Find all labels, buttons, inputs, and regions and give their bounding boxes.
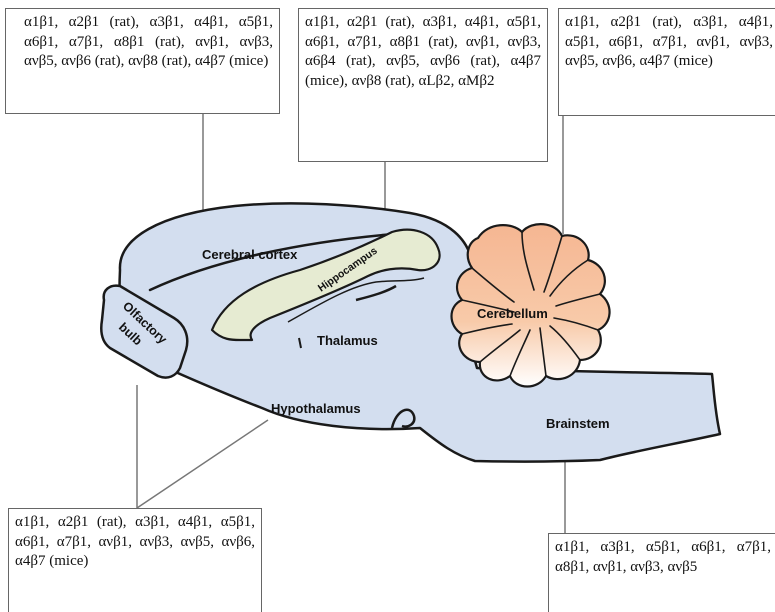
label-cerebral-cortex: Cerebral cortex [202, 247, 298, 262]
integrin-box-brainstem: α1β1, α3β1, α5β1, α6β1, α7β1, α8β1, ανβ1… [548, 533, 775, 612]
integrin-box-hippocampus: α1β1, α2β1 (rat), α3β1, α4β1, α5β1, α6β1… [298, 8, 548, 162]
label-hypothalamus: Hypothalamus [271, 401, 361, 416]
integrin-box-hypothalamus: α1β1, α2β1 (rat), α3β1, α4β1, α5β1, α6β1… [8, 508, 262, 612]
leader-line-hypothalamus [137, 420, 268, 508]
label-thalamus: Thalamus [317, 333, 378, 348]
integrin-box-cerebellum: α1β1, α2β1 (rat), α3β1, α4β1, α5β1, α6β1… [558, 8, 775, 116]
label-brainstem: Brainstem [546, 416, 610, 431]
label-cerebellum: Cerebellum [477, 306, 548, 321]
integrin-box-cerebral-cortex: α1β1, α2β1 (rat), α3β1, α4β1, α5β1, α6β1… [5, 8, 280, 114]
